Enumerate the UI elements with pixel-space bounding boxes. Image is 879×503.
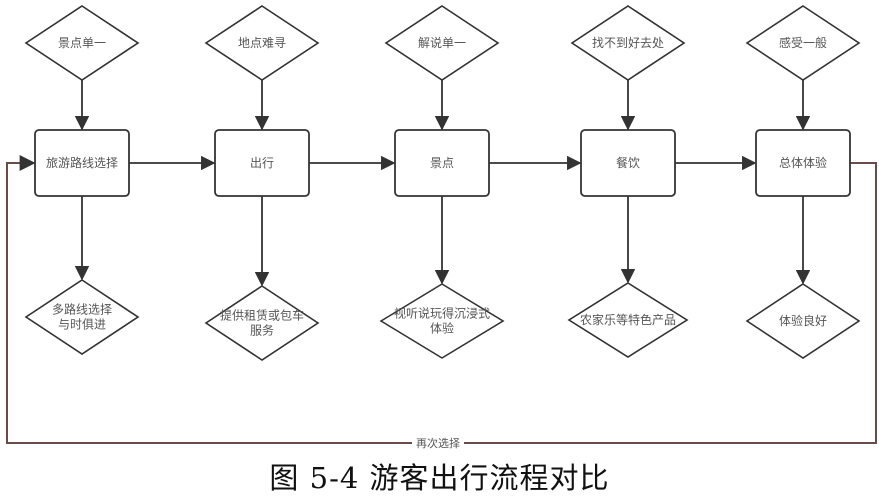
problem-diamond xyxy=(384,5,500,81)
process-label-line: 旅游路线选择 xyxy=(46,155,118,170)
problem-label-line: 景点单一 xyxy=(58,36,106,50)
figure-caption: 图 5-4 游客出行流程对比 xyxy=(269,461,610,495)
problem-diamond xyxy=(745,5,861,81)
problem-diamond xyxy=(24,5,140,81)
problem-label-line: 解说单一 xyxy=(418,35,466,50)
solution-label-line: 视听说玩得沉浸式 xyxy=(394,306,490,321)
process-label: 餐饮 xyxy=(616,155,640,170)
solution-label: 多路线选择与时俱进 xyxy=(52,302,112,332)
process-label: 景点 xyxy=(430,156,454,170)
solution-label-line: 提供租赁或包车 xyxy=(220,308,304,323)
process-label-line: 出行 xyxy=(250,156,274,170)
problem-label-line: 感受一般 xyxy=(779,35,827,50)
process-label: 总体体验 xyxy=(779,155,827,170)
problem-label-line: 找不到好去处 xyxy=(592,36,664,50)
solution-label-line: 体验良好 xyxy=(779,313,827,328)
solution-label: 提供租赁或包车服务 xyxy=(220,308,304,338)
solution-diamond xyxy=(379,283,505,359)
problem-label: 地点难寻 xyxy=(238,36,286,50)
solution-diamond xyxy=(745,283,861,359)
process-box xyxy=(394,129,490,197)
problem-label: 找不到好去处 xyxy=(592,36,664,50)
problem-label: 景点单一 xyxy=(58,36,106,50)
process-label-line: 总体体验 xyxy=(779,155,827,170)
solution-label: 体验良好 xyxy=(779,313,827,328)
process-label-line: 景点 xyxy=(430,156,454,170)
solution-label-line: 农家乐等特色产品 xyxy=(580,312,676,327)
loop-label-bg xyxy=(412,436,464,450)
solution-diamond xyxy=(204,285,320,361)
solution-diamond xyxy=(567,282,689,358)
solution-label: 农家乐等特色产品 xyxy=(580,312,676,327)
process-label-line: 餐饮 xyxy=(616,155,640,170)
process-label: 旅游路线选择 xyxy=(46,155,118,170)
problem-label: 感受一般 xyxy=(779,35,827,50)
solution-label-line: 体验 xyxy=(430,321,454,336)
flowchart: 再次选择 景点单一旅游路线选择多路线选择与时俱进地点难寻出行提供租赁或包车服务解… xyxy=(6,5,877,450)
solution-label-line: 多路线选择 xyxy=(52,302,112,317)
process-box xyxy=(755,129,851,197)
process-box xyxy=(580,129,676,197)
solution-label-line: 服务 xyxy=(250,323,274,338)
process-label: 出行 xyxy=(250,156,274,170)
process-box xyxy=(214,129,310,197)
problem-label-line: 地点难寻 xyxy=(238,36,286,50)
loop-label: 再次选择 xyxy=(416,436,460,450)
solution-diamond xyxy=(24,279,140,355)
problem-label: 解说单一 xyxy=(418,35,466,50)
solution-label-line: 与时俱进 xyxy=(58,317,106,332)
solution-label: 视听说玩得沉浸式体验 xyxy=(394,306,490,336)
problem-diamond xyxy=(570,5,686,81)
problem-diamond xyxy=(204,5,320,81)
process-box xyxy=(34,129,130,197)
